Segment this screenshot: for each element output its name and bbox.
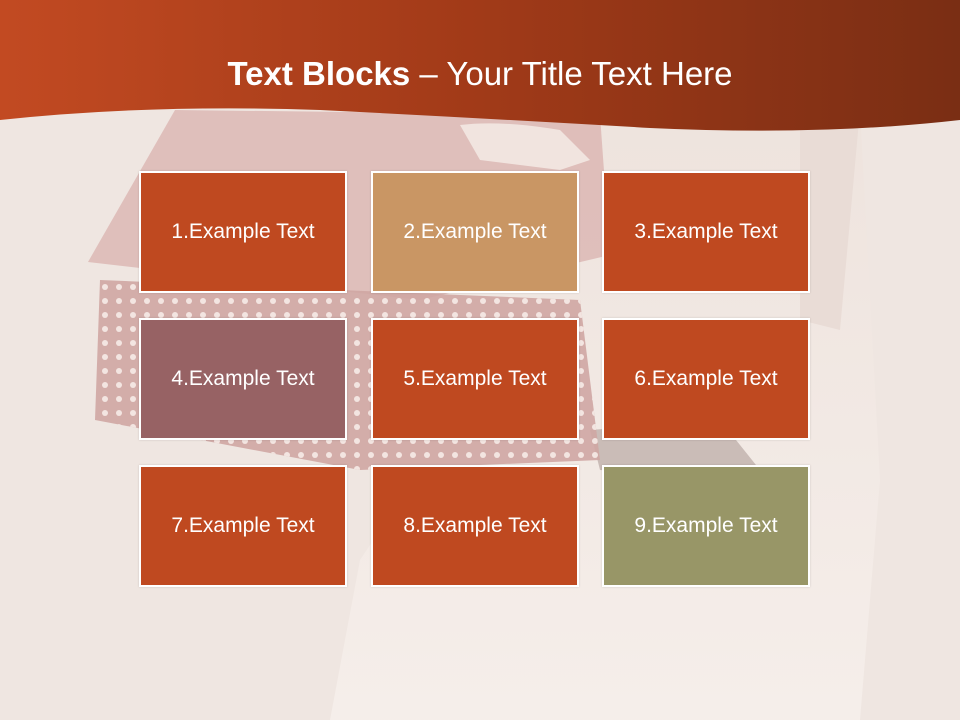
text-block-3[interactable]: 3.Example Text xyxy=(602,171,810,293)
text-block-7[interactable]: 7.Example Text xyxy=(139,465,347,587)
text-block-2[interactable]: 2.Example Text xyxy=(371,171,579,293)
title-bold-part: Text Blocks xyxy=(227,55,411,92)
text-block-5[interactable]: 5.Example Text xyxy=(371,318,579,440)
title-rest-part: – Your Title Text Here xyxy=(410,55,733,92)
text-block-1[interactable]: 1.Example Text xyxy=(139,171,347,293)
slide-title: Text Blocks – Your Title Text Here xyxy=(0,52,960,96)
text-block-9[interactable]: 9.Example Text xyxy=(602,465,810,587)
text-block-4[interactable]: 4.Example Text xyxy=(139,318,347,440)
text-block-6[interactable]: 6.Example Text xyxy=(602,318,810,440)
header-band xyxy=(0,0,960,131)
text-block-8[interactable]: 8.Example Text xyxy=(371,465,579,587)
